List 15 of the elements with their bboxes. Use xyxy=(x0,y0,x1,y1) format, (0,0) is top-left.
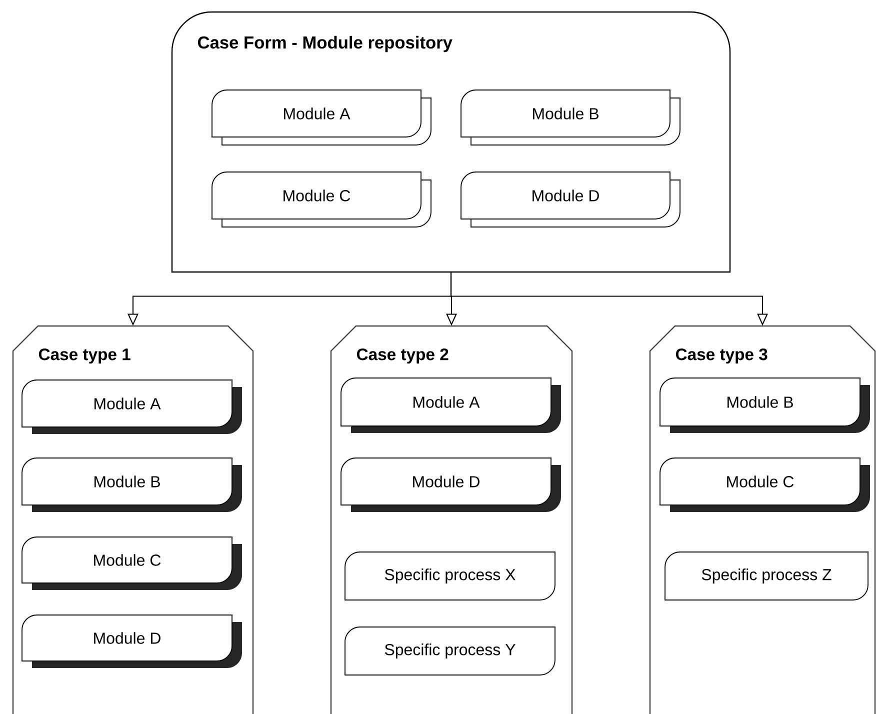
module-card: Module B xyxy=(22,458,242,512)
module-card: Module C xyxy=(660,458,870,512)
module-card: Module B xyxy=(460,90,680,146)
module-card: Module C xyxy=(212,172,432,228)
module-card: Module D xyxy=(22,614,242,668)
module-card: Module D xyxy=(340,458,561,512)
process-box: Specific process X xyxy=(344,552,556,600)
module-card: Module B xyxy=(660,378,870,433)
process-box: Specific process Z xyxy=(664,552,868,600)
process-box: Specific process Y xyxy=(344,626,556,676)
module-card: Module C xyxy=(22,536,242,590)
module-card: Module A xyxy=(22,380,242,434)
module-card: Module A xyxy=(212,90,432,146)
module-card: Module D xyxy=(460,172,680,228)
module-card: Module A xyxy=(340,378,561,433)
